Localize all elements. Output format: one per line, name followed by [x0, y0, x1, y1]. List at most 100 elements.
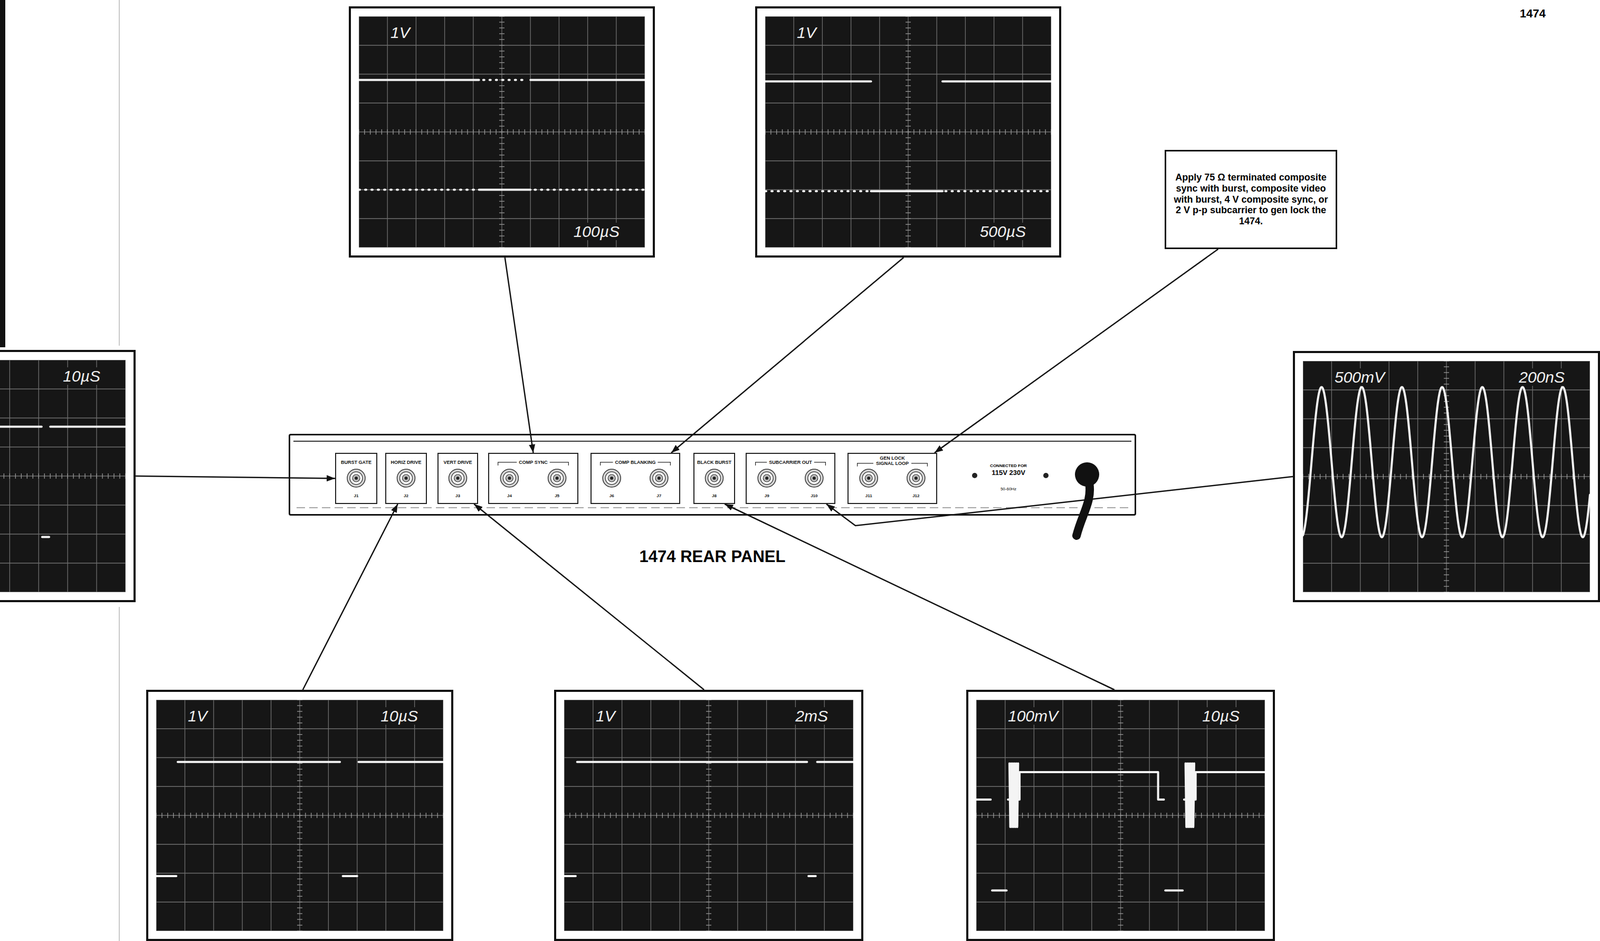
graticule-tick	[535, 129, 537, 135]
graticule-tick	[374, 812, 375, 818]
graticule-tick	[499, 27, 505, 28]
graticule-tick	[288, 812, 289, 818]
graticule-tick	[297, 901, 303, 903]
graticule-tick	[1068, 812, 1069, 818]
graticule-tick	[379, 812, 381, 818]
graticule-tick	[1457, 473, 1459, 480]
graticule-tick	[1365, 473, 1367, 480]
graticule-tick	[905, 224, 911, 225]
graticule-tick	[499, 177, 505, 179]
graticule-tick	[190, 812, 192, 818]
graticule-tick	[844, 129, 846, 135]
graticule-line	[765, 218, 1052, 219]
leader-line	[135, 475, 336, 479]
graticule-line	[0, 591, 126, 593]
graticule-tick	[1443, 539, 1450, 541]
scale-label: 500mV	[1332, 368, 1387, 386]
graticule-tick	[1325, 473, 1327, 480]
graticule-tick	[856, 129, 857, 135]
text-holder: J12	[904, 489, 928, 500]
graticule-tick	[1443, 447, 1450, 449]
graticule-tick	[604, 812, 605, 818]
graticule-line	[358, 160, 645, 161]
graticule-tick	[297, 774, 303, 776]
graticule-tick	[1149, 812, 1150, 818]
graticule-tick	[905, 189, 911, 190]
graticule-tick	[706, 751, 712, 752]
graticule-tick	[1443, 441, 1450, 443]
graticule-tick	[867, 129, 869, 135]
graticule-tick	[782, 129, 783, 135]
graticule-tick	[1377, 473, 1378, 480]
bnc-shell	[602, 469, 621, 488]
graticule-line	[1302, 475, 1590, 477]
text-holder: BLACK BURST	[694, 456, 735, 466]
graticule-tick	[1118, 716, 1124, 718]
graticule-tick	[873, 129, 874, 135]
graticule-tick	[297, 757, 303, 758]
graticule-tick	[1443, 574, 1450, 576]
text-holder: 1V	[794, 23, 819, 42]
graticule-tick	[822, 129, 823, 135]
graticule-tick	[1443, 360, 1450, 362]
graticule-line	[1050, 16, 1052, 248]
graticule-tick	[656, 812, 657, 818]
power-rating-label: 50-60Hz	[1000, 487, 1017, 492]
graticule-tick	[402, 812, 404, 818]
graticule-tick	[706, 878, 712, 880]
graticule-line	[564, 786, 854, 787]
graticule-tick	[685, 812, 687, 818]
jack-number: J1	[354, 493, 359, 499]
bnc-shell	[650, 469, 669, 488]
scale-label: 100mV	[1005, 707, 1061, 725]
graticule	[765, 16, 1052, 248]
graticule-line	[1302, 389, 1590, 390]
graticule-tick	[196, 812, 197, 818]
graticule-tick	[1443, 516, 1450, 518]
graticule-line	[976, 930, 1265, 931]
waveform-trace	[156, 874, 177, 878]
graticule-tick	[1118, 901, 1124, 903]
graticule-line	[358, 189, 645, 190]
graticule-tick	[61, 473, 63, 479]
jack-number: J7	[656, 493, 662, 499]
graticule-tick	[305, 812, 306, 818]
graticule-line	[156, 872, 444, 874]
leader-line	[671, 257, 904, 453]
graticule-tick	[1079, 812, 1081, 818]
graticule-tick	[575, 812, 576, 818]
power-cord	[1076, 482, 1090, 536]
graticule-line	[67, 359, 69, 593]
graticule-tick	[852, 812, 854, 818]
graticule-tick	[362, 812, 364, 818]
graticule-tick	[1313, 473, 1315, 480]
graticule-tick	[297, 716, 303, 718]
graticule-line	[558, 16, 560, 248]
graticule-tick	[1004, 812, 1006, 818]
graticule-line	[415, 16, 417, 248]
graticule-tick	[297, 786, 303, 787]
graticule-tick	[1443, 435, 1450, 437]
text-holder: GEN LOCK SIGNAL LOOP	[848, 455, 937, 468]
graticule-tick	[1056, 812, 1058, 818]
graticule-tick	[662, 812, 663, 818]
waveform-trace	[1184, 772, 1265, 800]
graticule-line	[242, 699, 243, 931]
graticule-line	[1033, 699, 1035, 931]
text-holder: 1V	[185, 707, 210, 725]
graticule-tick	[1073, 812, 1075, 818]
graticule-tick	[1005, 129, 1006, 135]
graticule	[1302, 360, 1590, 593]
graticule-tick	[472, 129, 474, 135]
graticule-line	[976, 901, 1265, 903]
graticule-tick	[633, 129, 634, 135]
jack-number: J4	[507, 493, 512, 499]
graticule-tick	[1443, 563, 1450, 564]
connector-group: COMP SYNCJ4J5	[488, 452, 579, 504]
graticule-line	[765, 16, 766, 248]
graticule-tick	[369, 129, 371, 135]
graticule-ticks	[1302, 360, 1590, 593]
graticule-tick	[706, 826, 712, 827]
graticule-line	[592, 699, 594, 931]
graticule-line	[1302, 505, 1590, 506]
